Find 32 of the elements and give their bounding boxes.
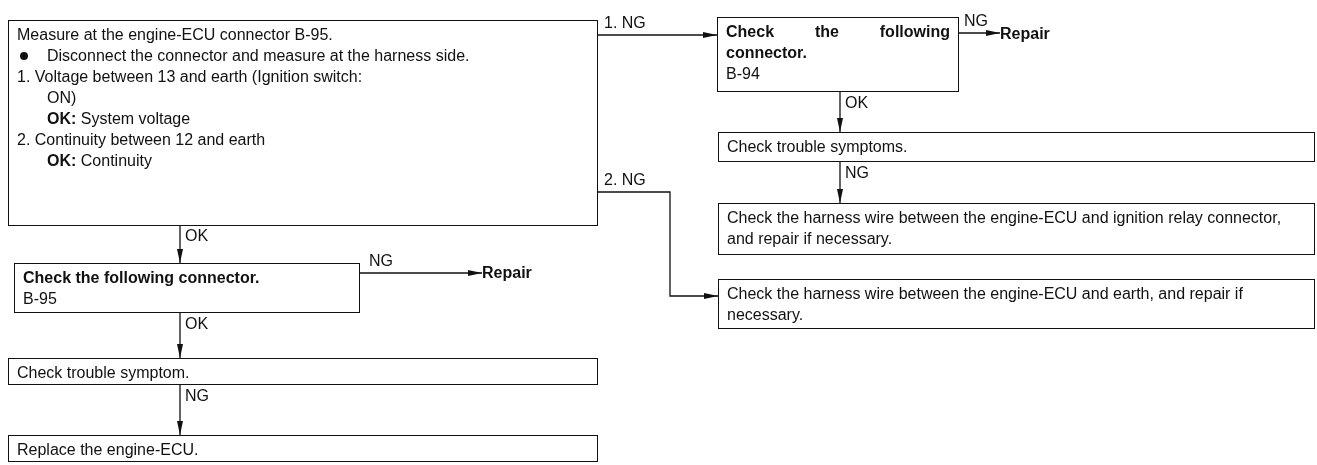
step-text: Disconnect the connector and measure at the harness side. [17,45,589,66]
step-text: Replace the engine-ECU. [17,440,200,460]
step-text: B-94 [726,64,761,84]
process-box [8,435,598,462]
connector-arrow [177,225,183,264]
process-box [718,279,1315,329]
process-box [718,203,1315,255]
step-text: OK: System voltage [46,109,192,129]
process-box [8,358,598,385]
connector-arrow [177,384,183,436]
step-text: Check trouble symptoms. [727,137,909,157]
connector-arrow [958,30,1001,36]
connector-arrow [177,312,183,359]
step-text: Check the harness wire between the engine-ECU and earth, and repair if necessary. [727,284,1244,325]
connector-arrow [597,32,718,38]
step-text: 1. Voltage between 13 and earth (Ignition switch: ON) [17,67,364,108]
process-box [14,263,360,313]
step-text: Check the harness wire between the engine-ECU and ignition relay connector, and repair if necessary. [727,208,1283,249]
connector-arrow [837,161,843,204]
step-text: Measure at the engine-ECU connector B-95. [17,25,334,45]
connector-arrow [597,191,719,299]
step-text: Check the following connector. [23,268,261,288]
step-text: Check the following connector. [726,22,950,63]
process-box [8,20,598,226]
process-box [718,132,1315,162]
step-text: OK: Continuity [46,151,153,171]
step-text: Check trouble symptom. [17,363,191,383]
step-text: B-95 [23,289,58,309]
connector-arrow [837,91,843,133]
step-text: 2. Continuity between 12 and earth [17,130,267,150]
connector-arrow [359,270,483,276]
process-box [717,17,959,92]
